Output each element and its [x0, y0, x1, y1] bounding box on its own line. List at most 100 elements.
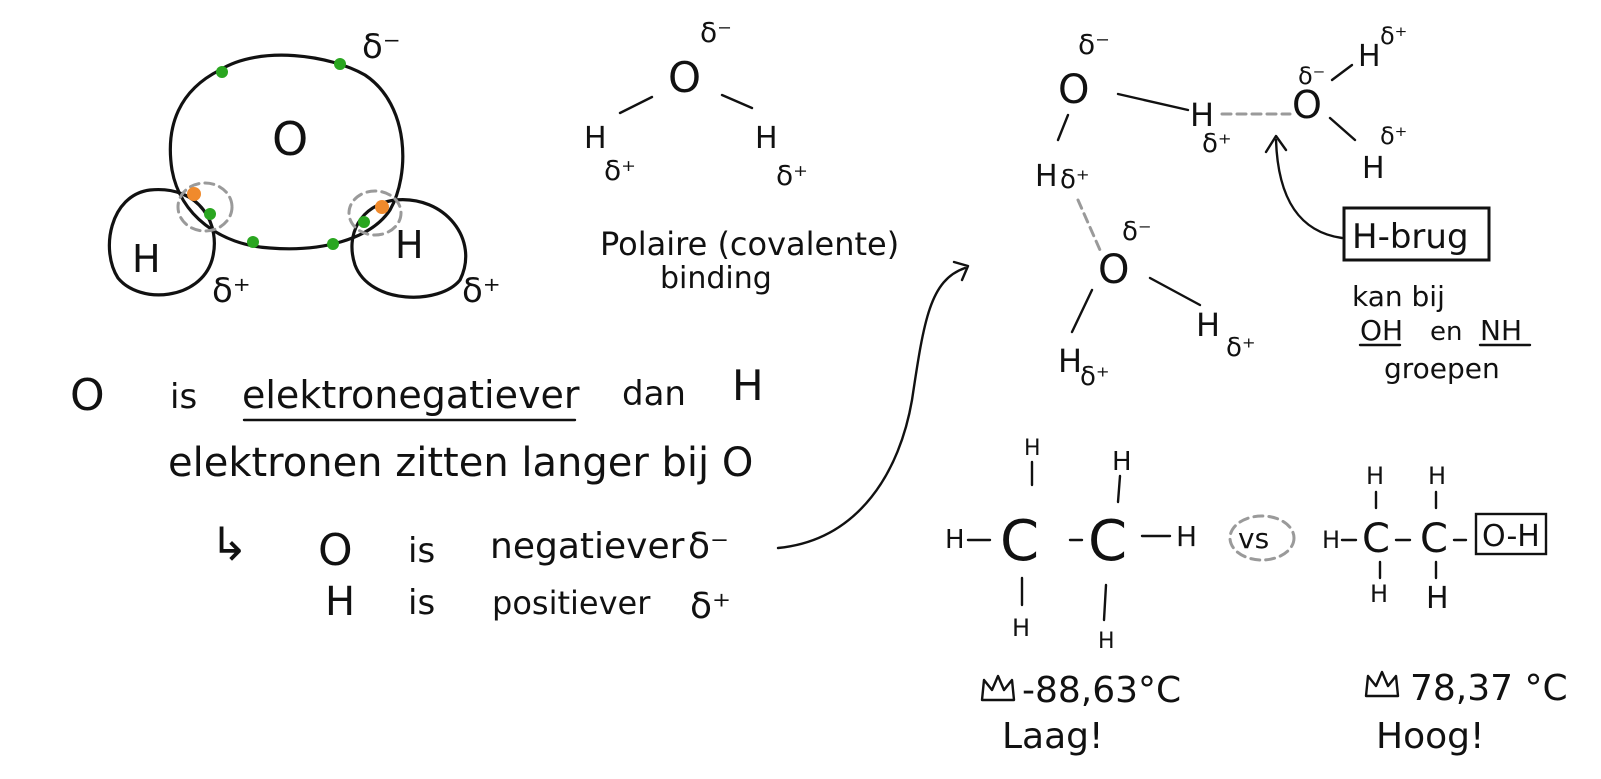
network-h-bottom-left-charge: δ⁺ [1080, 362, 1110, 392]
h-bridge-note-oh: OH [1360, 314, 1403, 347]
ethane-h: H [945, 525, 965, 555]
ethanol-boiling-point: 78,37 °C [1410, 668, 1568, 709]
arrow-icon: ↳ [210, 517, 249, 571]
boiling-point-ethane: -88,63°C Laag! [980, 670, 1181, 757]
ethanol-structure: H C C O-H H H H H [1322, 462, 1548, 616]
network-oxygen-3-charge: δ⁻ [1122, 217, 1152, 247]
shared-electron-left [187, 187, 201, 201]
flame-icon [980, 674, 1016, 702]
conclusion-h-is: is [408, 583, 435, 623]
conclusion-h: H [325, 579, 355, 625]
ethane-h: H [1112, 447, 1132, 477]
ethanol-oh: O-H [1482, 519, 1540, 554]
ethane-h: H [1098, 629, 1115, 654]
connector-arrow [776, 266, 967, 550]
bond-line [1056, 113, 1070, 142]
explanation-dan: dan [622, 374, 686, 414]
structure-oxygen: O [668, 53, 701, 102]
boiling-point-ethanol: 78,37 °C Hoog! [1364, 668, 1568, 757]
h-bridge-pointer [1274, 138, 1344, 240]
ethane-boiling-point: -88,63°C [1022, 670, 1181, 711]
network-h-bottom-right: H [1196, 306, 1220, 344]
ethane-h: H [1024, 436, 1041, 461]
h-bridge-note-line3: groepen [1384, 352, 1500, 385]
ethanol-verdict: Hoog! [1376, 716, 1484, 757]
h-bridge-note-en: en [1430, 317, 1462, 347]
electronegativity-explanation: O is elektronegatiever dan H elektronen … [70, 260, 970, 627]
h-bridge-note-line1: kan bij [1352, 280, 1445, 313]
ethanol-h: H [1370, 580, 1388, 608]
explanation-h: H [732, 361, 764, 410]
ethane-verdict: Laag! [1002, 716, 1103, 757]
electron-dot [216, 66, 228, 78]
conclusion-o-is: is [408, 531, 435, 571]
conclusion-o: O [318, 525, 353, 576]
network-oxygen-3: O [1098, 247, 1129, 293]
bond-line [1330, 63, 1354, 82]
bond-line [720, 93, 754, 110]
ethane-c2: C [1088, 509, 1127, 574]
h-bridge-note-nh: NH [1480, 314, 1522, 347]
ethanol-h: H [1426, 581, 1449, 616]
network-h-mid-charge: δ⁺ [1202, 129, 1232, 159]
explanation-line2: elektronen zitten langer bij O [168, 440, 753, 486]
bond-line [1328, 116, 1357, 142]
network-oxygen-2-charge: δ⁻ [1298, 62, 1325, 90]
electron-dot [327, 238, 339, 250]
network-oxygen-1-charge: δ⁻ [1078, 28, 1110, 61]
network-h-left: H [1035, 159, 1058, 194]
electron-dot [358, 216, 370, 228]
h-bridge-box [1342, 206, 1491, 262]
hydrogen-right-shell [350, 198, 468, 299]
vs-ring [1228, 514, 1296, 562]
explanation-is: is [170, 377, 197, 417]
h-bridge-pointer-head [1264, 134, 1288, 154]
hydrogen-left-shell [107, 188, 216, 297]
network-h-top-right-charge: δ⁺ [1380, 22, 1407, 50]
connector-arrowhead [952, 260, 970, 282]
explanation-o: O [70, 370, 105, 421]
ethanol-h: H [1428, 462, 1446, 490]
structure-h-right: H [755, 121, 778, 156]
bond-line [1116, 474, 1122, 504]
ethanol-c2: C [1420, 516, 1448, 562]
hydrogen-left-partial-charge: δ⁺ [212, 271, 251, 311]
electron-dot [204, 208, 216, 220]
conclusion-positive-charge: δ⁺ [690, 586, 731, 627]
bond-line [1116, 92, 1190, 112]
network-h-left-charge: δ⁺ [1060, 165, 1090, 195]
water-atom-model: O H H δ⁻ δ⁺ δ⁺ [107, 27, 501, 311]
structure-h-left: H [584, 121, 607, 156]
conclusion-negative-charge: δ⁻ [688, 526, 729, 567]
ethanol-h: H [1366, 462, 1384, 490]
hydrogen-right-symbol: H [395, 223, 424, 267]
water-structure-formula: O δ⁻ H H δ⁺ δ⁺ Polaire (covalente) bindi… [584, 16, 899, 296]
structure-oxygen-charge: δ⁻ [700, 16, 732, 49]
network-h-right: H [1362, 151, 1385, 186]
structure-h-right-charge: δ⁺ [776, 159, 808, 192]
hydrogen-left-symbol: H [132, 237, 161, 281]
h-bridge-label: H-brug [1352, 217, 1469, 257]
bond-caption-line2: binding [660, 261, 772, 296]
bond-line [1070, 288, 1094, 334]
network-h-bottom-left: H [1058, 342, 1082, 380]
explanation-keyword: elektronegatiever [242, 373, 580, 417]
bond-line [618, 95, 654, 115]
vs-label: vs [1238, 522, 1269, 555]
shared-pair-left-ring [176, 181, 234, 233]
ethanol-h: H [1322, 526, 1340, 554]
network-h-mid: H [1190, 96, 1214, 134]
bond-line [1148, 276, 1202, 307]
electron-dot [334, 58, 346, 70]
ethanol-c1: C [1362, 516, 1390, 562]
ethane-structure: H C C H H H H H [945, 436, 1197, 654]
shared-electron-right [375, 200, 389, 214]
network-h-right-charge: δ⁺ [1380, 122, 1407, 150]
hydrogen-bond-network: O δ⁻ H δ⁺ O δ⁻ H δ⁺ H δ⁺ H δ⁺ O δ⁻ H δ⁺ … [1035, 22, 1532, 392]
bond-line [1102, 583, 1108, 622]
structure-h-left-charge: δ⁺ [604, 154, 636, 187]
electron-dot [247, 236, 259, 248]
oxygen-shell [168, 53, 405, 251]
hydrogen-bond-dashed [1076, 198, 1102, 252]
network-h-top-right: H [1358, 39, 1381, 74]
